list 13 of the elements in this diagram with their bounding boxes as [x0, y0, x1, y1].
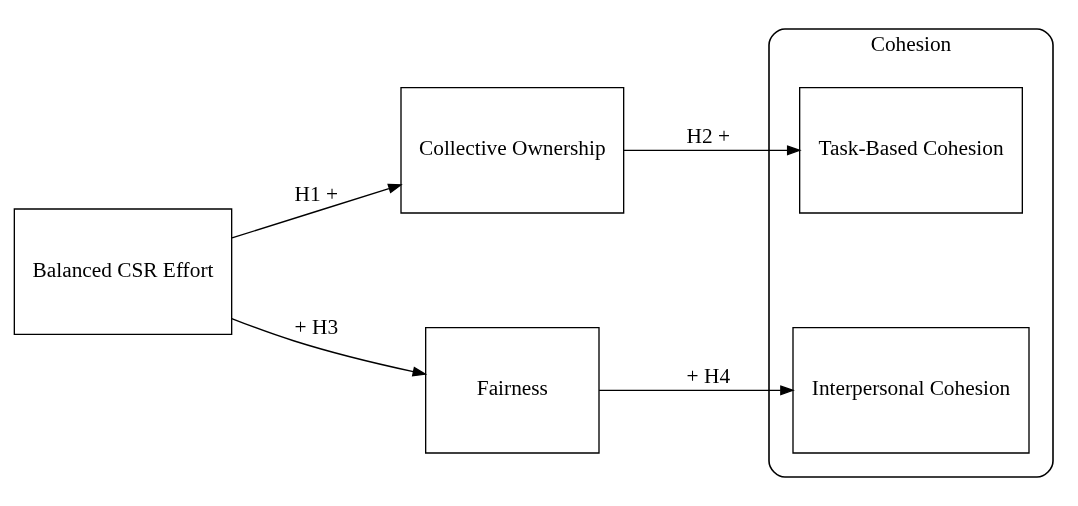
edge-label: + H3	[294, 315, 339, 340]
arrow	[598, 385, 795, 396]
arrow	[231, 317, 428, 377]
edge-label: H2 +	[686, 124, 731, 149]
node-box: Fairness	[425, 327, 600, 454]
node-box: Collective Ownership	[400, 87, 625, 214]
node-box: Interpersonal Cohesion	[792, 327, 1030, 454]
node-box: Balanced CSR Effort	[13, 208, 233, 335]
arrow	[623, 145, 802, 156]
edge-label: H1 +	[294, 181, 339, 206]
arrow	[231, 183, 403, 239]
edge-label: + H4	[686, 364, 731, 389]
node-box: Task-Based Cohesion	[799, 87, 1023, 214]
